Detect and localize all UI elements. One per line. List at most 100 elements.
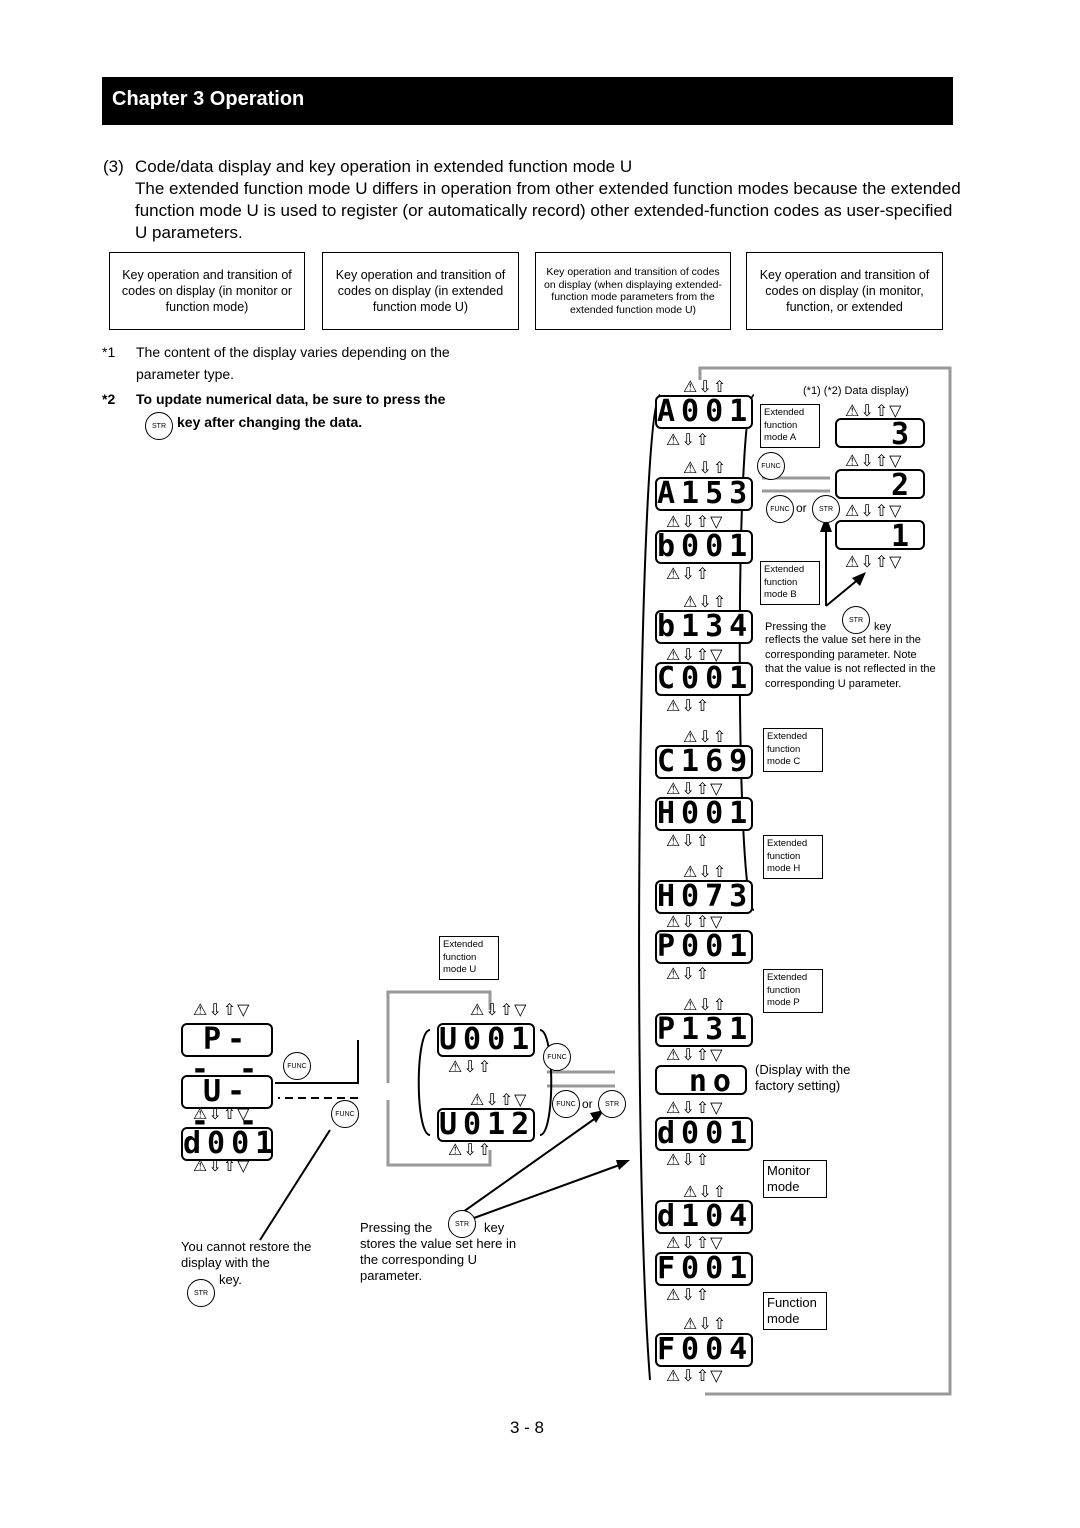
mode-label-b: Extended function mode B xyxy=(760,561,820,605)
note-1-mark: *1 xyxy=(102,344,116,360)
arrowhead-monitor xyxy=(616,1160,630,1170)
note-2-text-b: key after changing the data. xyxy=(177,414,363,430)
lcd-code-d001: d001 xyxy=(655,1116,754,1151)
chapter-header-bar: Chapter 3 Operation xyxy=(102,77,953,125)
note-2-mark: *2 xyxy=(102,391,116,407)
key-row-f1: ⚠⇩⇧ xyxy=(666,1285,711,1304)
lcd-code-h001: H001 xyxy=(655,796,754,831)
section-title: Code/data display and key operation in e… xyxy=(135,157,633,176)
key-row-u1: ⚠⇩⇧▽ xyxy=(470,1000,528,1019)
key-row-h1: ⚠⇩⇧ xyxy=(666,831,711,850)
key-row-left1: ⚠⇩⇧▽ xyxy=(193,1000,251,1019)
str-pointer-diag xyxy=(825,577,861,607)
lcd-code-a001: A001 xyxy=(655,394,754,429)
mode-label-a: Extended function mode A xyxy=(760,404,820,448)
section-paragraph: The extended function mode U differs in … xyxy=(135,179,961,242)
key-row-b2: ⚠⇩⇧ xyxy=(683,592,728,611)
key-row-f3: ⚠⇩⇧▽ xyxy=(666,1366,724,1385)
str-key-icon-right: STR xyxy=(812,495,840,523)
cannot-restore-pointer xyxy=(259,1129,331,1241)
data-value-1: 1 xyxy=(835,520,925,552)
key-row-b1: ⚠⇩⇧ xyxy=(666,564,711,583)
cannot-key-word: key. xyxy=(219,1272,242,1287)
mode-label-monitor: Monitor mode xyxy=(763,1160,827,1198)
str-key-icon-u: STR xyxy=(598,1090,626,1118)
lcd-code-f004: F004 xyxy=(655,1332,754,1367)
bottom-str-pointer-a xyxy=(462,1114,601,1213)
bracket-a xyxy=(738,394,755,911)
mode-label-h: Extended function mode H xyxy=(763,835,823,879)
lcd-code-c169: C169 xyxy=(655,744,754,779)
mode-u-entry-line xyxy=(275,1040,359,1084)
bottom-store-note: stores the value set here in the corresp… xyxy=(360,1236,517,1283)
key-row-data2: ⚠⇩⇧▽ xyxy=(845,451,903,470)
key-row-c2: ⚠⇩⇧ xyxy=(683,727,728,746)
u-loop-bottom xyxy=(386,1100,492,1167)
legend-box-monitor-function-extended: Key operation and transition of codes on… xyxy=(746,252,943,330)
bracket-u xyxy=(417,1029,431,1136)
lcd-code-f001: F001 xyxy=(655,1251,754,1286)
key-row-u3: ⚠⇩⇧▽ xyxy=(470,1090,528,1109)
arrowhead-up xyxy=(820,516,832,532)
data-value-3: 3 xyxy=(835,418,925,450)
pressing-str-right: Pressing the xyxy=(765,621,827,633)
or-text-right: or xyxy=(796,501,807,515)
note-1-text: The content of the display varies depend… xyxy=(136,344,450,382)
right-reflect-note: reflects the value set here in the corre… xyxy=(765,634,936,690)
key-row-top: ⚠⇩⇧ xyxy=(683,377,728,396)
mode-label-function: Function mode xyxy=(763,1292,827,1330)
key-row-d1: ⚠⇩⇧ xyxy=(666,1150,711,1169)
lcd-code-d104: d104 xyxy=(655,1199,754,1234)
mode-label-c: Extended function mode C xyxy=(763,728,823,772)
or-text-u: or xyxy=(582,1097,593,1111)
lcd-code-b134: b134 xyxy=(655,609,754,644)
mode-label-u: Extended function mode U xyxy=(439,936,499,980)
key-row-a1: ⚠⇩⇧ xyxy=(666,430,711,449)
data-value-2: 2 xyxy=(835,469,925,501)
key-row-data1: ⚠⇩⇧▽ xyxy=(845,401,903,420)
bottom-key-word: key xyxy=(484,1220,505,1235)
page-number: 3 - 8 xyxy=(510,1418,545,1437)
mode-label-p: Extended function mode P xyxy=(763,969,823,1013)
func-key-icon-u: FUNC xyxy=(543,1043,571,1071)
key-row-data3: ⚠⇩⇧▽ xyxy=(845,501,903,520)
str-key-icon-bottom: STR xyxy=(448,1210,476,1238)
outer-loop-line xyxy=(698,366,952,1396)
lcd-code-h073: H073 xyxy=(655,879,754,914)
data-display-label: (*1) (*2) Data display) xyxy=(803,385,909,397)
func-key-icon-left: FUNC xyxy=(283,1052,311,1080)
bracket-left-big xyxy=(638,394,661,1381)
u-loop-top xyxy=(386,990,492,1083)
key-row-data4: ⚠⇩⇧▽ xyxy=(845,552,903,571)
key-row-left3: ⚠⇩⇧▽ xyxy=(193,1156,251,1175)
lcd-code-c001: C001 xyxy=(655,661,754,696)
lcd-code-d001-left: d001 xyxy=(181,1126,280,1161)
legend-box-mode-u: Key operation and transition of codes on… xyxy=(322,252,519,330)
legend-box-extended-from-u: Key operation and transition of codes on… xyxy=(535,252,731,330)
key-row-a3: ⚠⇩⇧▽ xyxy=(666,512,724,531)
factory-setting-note: (Display with the factory setting) xyxy=(755,1062,851,1093)
key-row-f2: ⚠⇩⇧ xyxy=(683,1314,728,1333)
func-key-icon-right2: FUNC xyxy=(766,495,794,523)
key-row-d3: ⚠⇩⇧▽ xyxy=(666,1233,724,1252)
key-row-p2: ⚠⇩⇧ xyxy=(683,995,728,1014)
bracket-u-right xyxy=(539,1029,553,1136)
func-key-icon-u2: FUNC xyxy=(552,1090,580,1118)
chapter-title: Chapter 3 Operation xyxy=(112,88,305,110)
bottom-str-pointer-b xyxy=(462,1162,626,1223)
lcd-code-p131: P131 xyxy=(655,1012,754,1047)
key-row-h2: ⚠⇩⇧ xyxy=(683,862,728,881)
note-2-text-a: To update numerical data, be sure to pre… xyxy=(136,391,446,407)
key-row-u2: ⚠⇩⇧ xyxy=(448,1057,493,1076)
str-key-icon-left: STR xyxy=(187,1279,215,1307)
key-row-left2: ⚠⇩⇧▽ xyxy=(193,1104,251,1123)
key-row-d2: ⚠⇩⇧ xyxy=(683,1182,728,1201)
lcd-code-u012: U012 xyxy=(437,1107,536,1142)
key-row-p3: ⚠⇩⇧▽ xyxy=(666,1045,724,1064)
arrowhead-diag xyxy=(852,572,866,586)
key-row-h3: ⚠⇩⇧▽ xyxy=(666,912,724,931)
key-row-c3: ⚠⇩⇧▽ xyxy=(666,779,724,798)
cannot-restore-note: You cannot restore the display with the xyxy=(181,1239,312,1270)
key-row-b3: ⚠⇩⇧▽ xyxy=(666,645,724,664)
key-row-no: ⚠⇩⇧▽ xyxy=(666,1098,724,1117)
